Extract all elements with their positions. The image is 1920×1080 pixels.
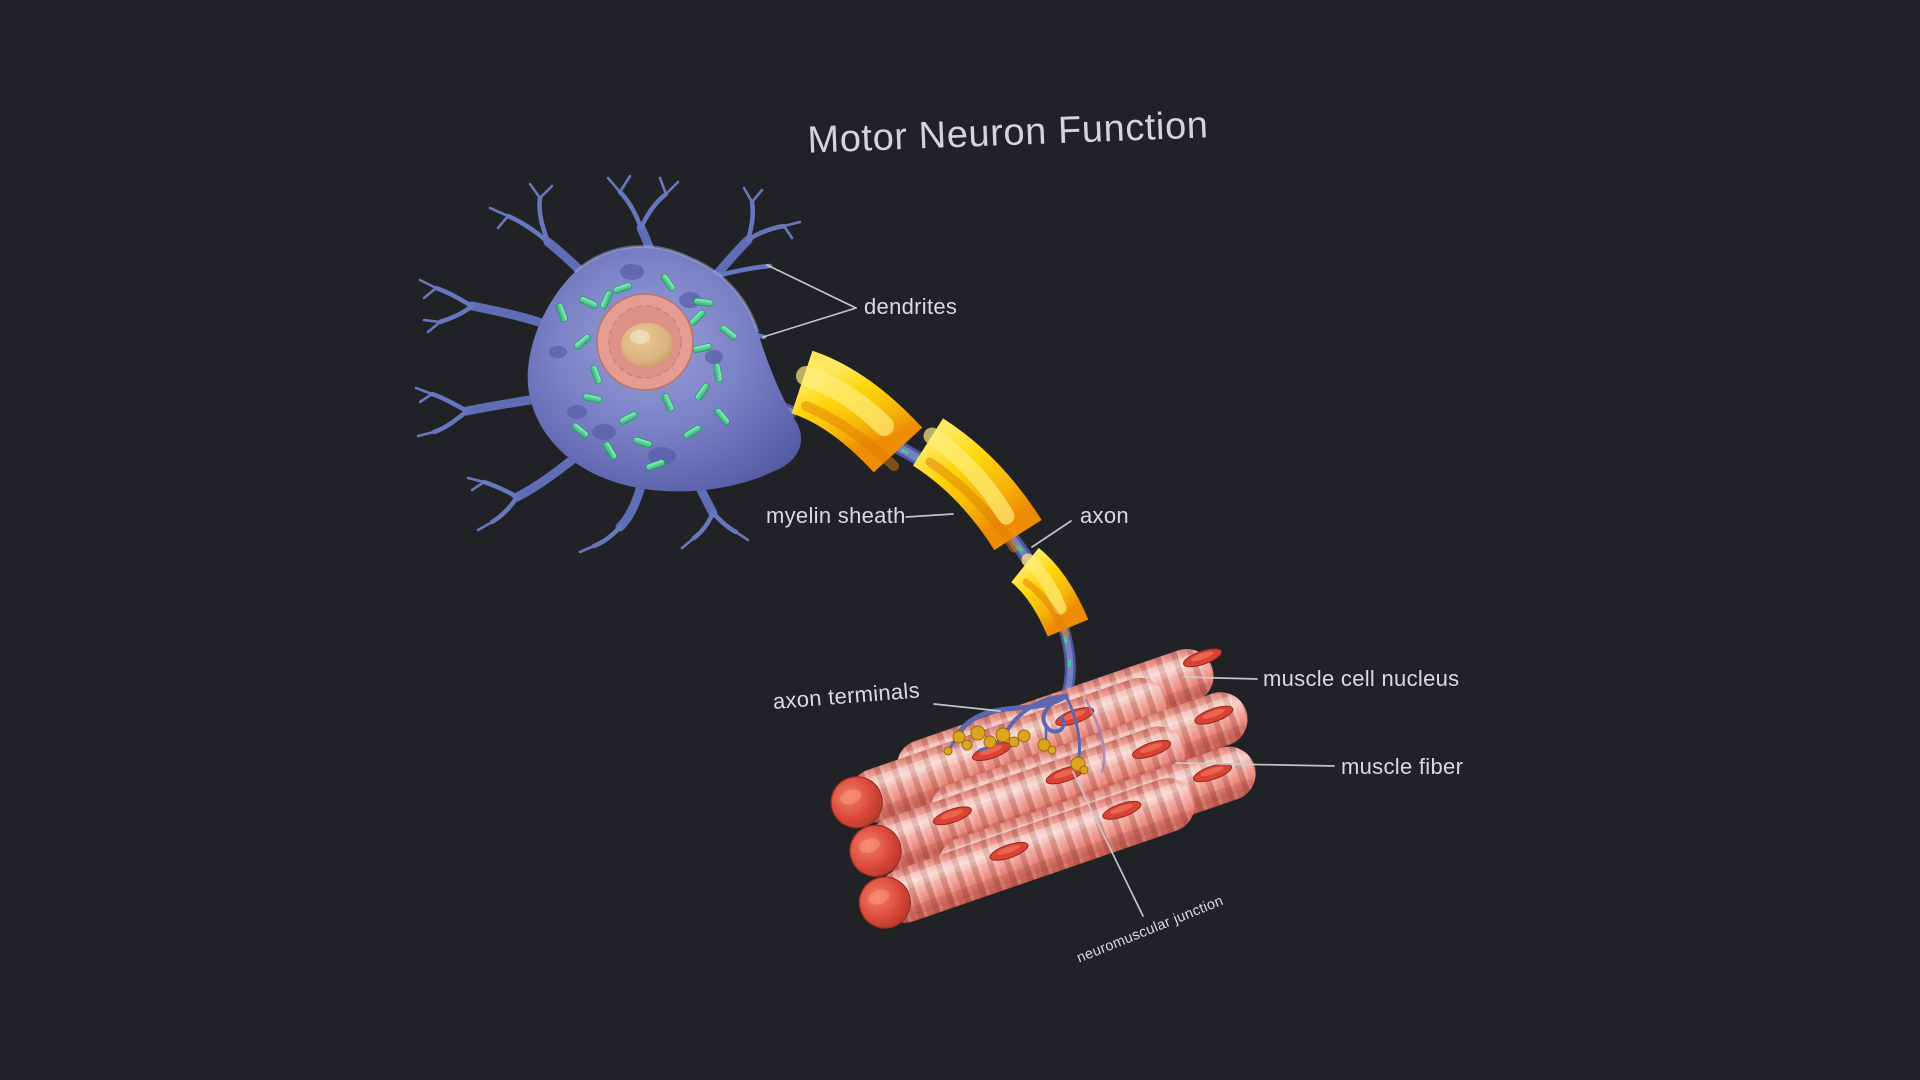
- myelin-sheath-graphic: [790, 350, 1089, 638]
- label-muscle-fiber: muscle fiber: [1341, 754, 1464, 779]
- cell-body-graphic: [527, 245, 802, 492]
- label-leader-lines: [762, 264, 1335, 917]
- leader-axon-terminals: [933, 703, 1001, 712]
- axon-terminals-graphic: [943, 693, 1106, 775]
- nucleolus: [621, 323, 673, 367]
- leader-myelin-sheath: [905, 513, 954, 518]
- label-dendrites: dendrites: [864, 294, 958, 319]
- leader-neuromuscular-junction: [1072, 771, 1144, 917]
- leader-dendrites-2: [762, 307, 857, 338]
- mitochondria: [556, 273, 737, 471]
- soma-organelles: [549, 264, 737, 471]
- synaptic-boutons: [943, 725, 1089, 775]
- leader-dendrites-1: [766, 264, 857, 309]
- label-axon: axon: [1080, 503, 1129, 528]
- nucleus-graphic: [596, 293, 694, 391]
- leader-axon: [1031, 520, 1072, 548]
- label-muscle-cell-nucleus: muscle cell nucleus: [1263, 666, 1460, 691]
- label-myelin-sheath: myelin sheath: [766, 503, 906, 528]
- leader-muscle-fiber: [1175, 762, 1335, 767]
- leader-muscle-cell-nucleus: [1183, 676, 1258, 680]
